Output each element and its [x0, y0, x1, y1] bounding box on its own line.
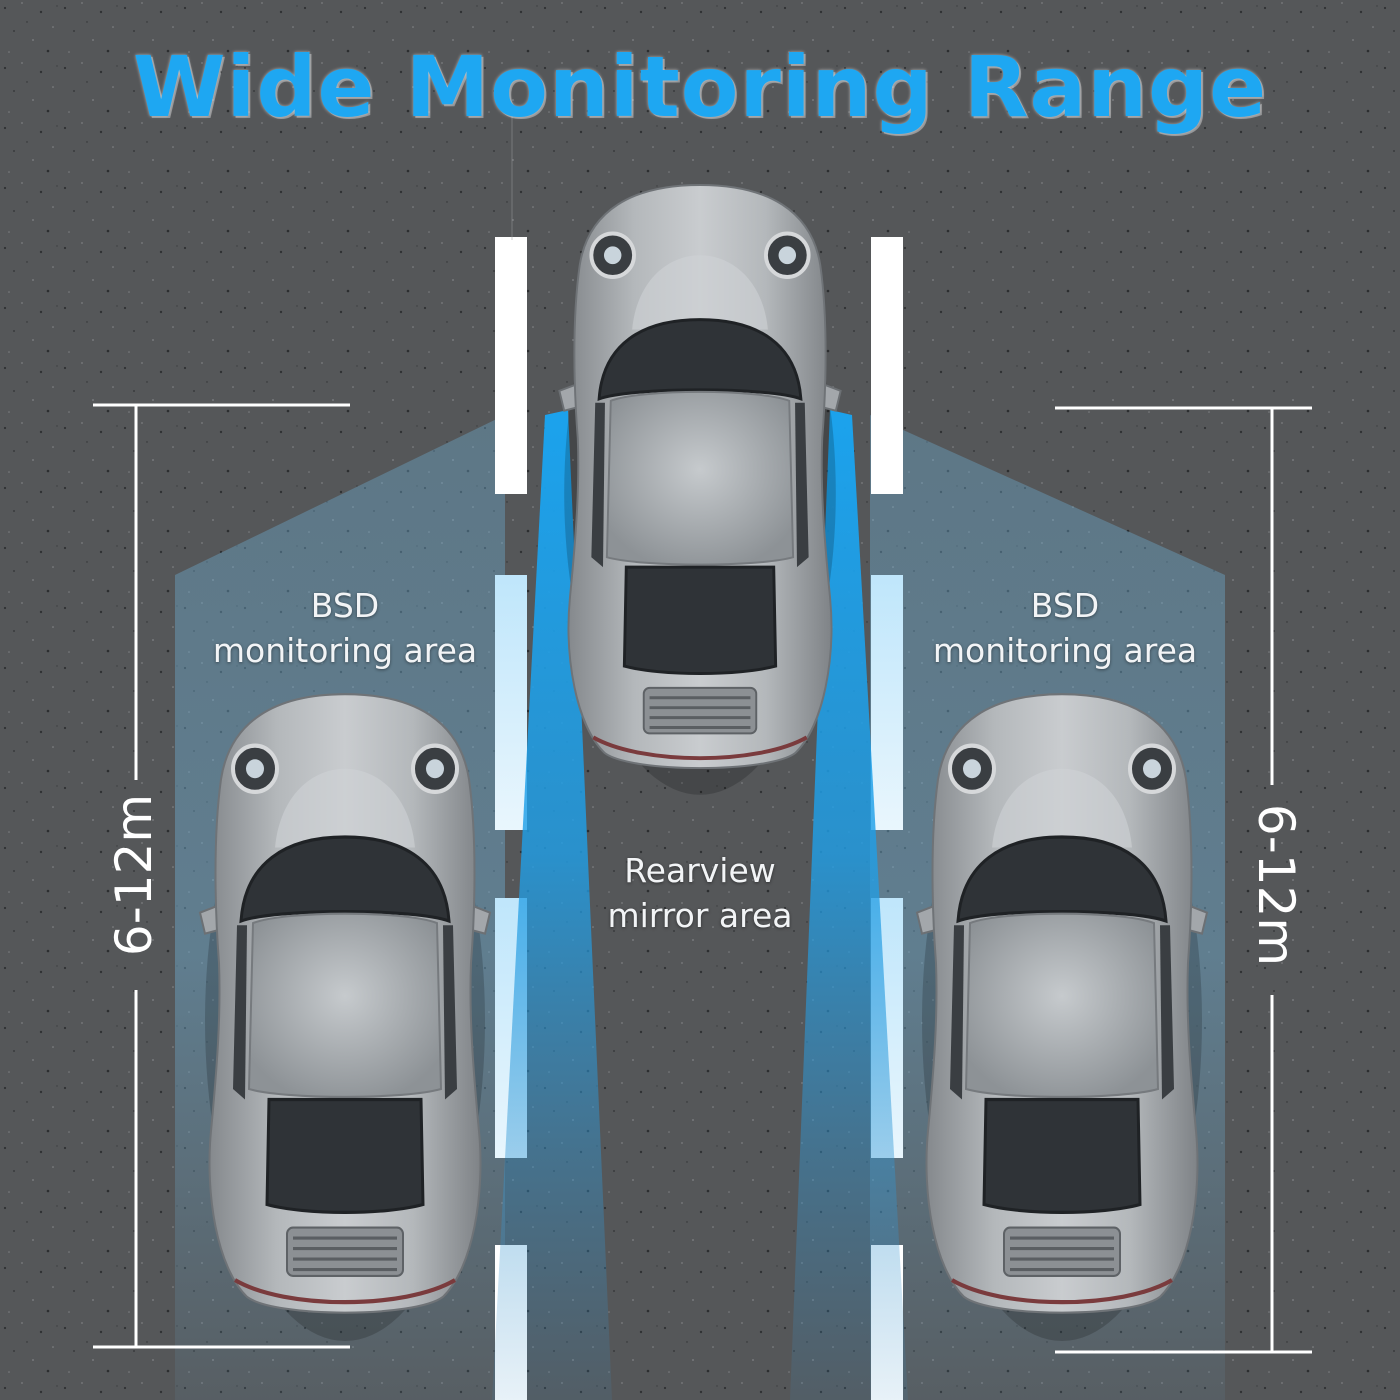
car-left: [200, 694, 490, 1341]
bsd-left-line2: monitoring area: [212, 631, 478, 670]
car-right: [917, 694, 1207, 1341]
bsd-right-line2: monitoring area: [932, 631, 1198, 670]
bsd-right-line1: BSD: [1030, 586, 1100, 625]
rearview-line2: mirror area: [607, 896, 793, 935]
car-main: [557, 182, 843, 797]
rearview-label: Rearview mirror area: [530, 848, 870, 938]
dimension-right-label: 6-12m: [1247, 803, 1305, 967]
dimension-bracket-right: [1055, 406, 1312, 1354]
mirror-beam-right: [790, 410, 908, 1400]
bsd-right-label: BSD monitoring area: [895, 583, 1235, 673]
bsd-left-line1: BSD: [310, 586, 380, 625]
bsd-left-label: BSD monitoring area: [175, 583, 515, 673]
mirror-beam-left: [492, 410, 612, 1400]
dimension-bracket-left: [93, 403, 350, 1349]
dimension-left-label: 6-12m: [105, 793, 163, 957]
rearview-line1: Rearview: [624, 851, 776, 890]
page-title: Wide Monitoring Range: [132, 38, 1268, 136]
